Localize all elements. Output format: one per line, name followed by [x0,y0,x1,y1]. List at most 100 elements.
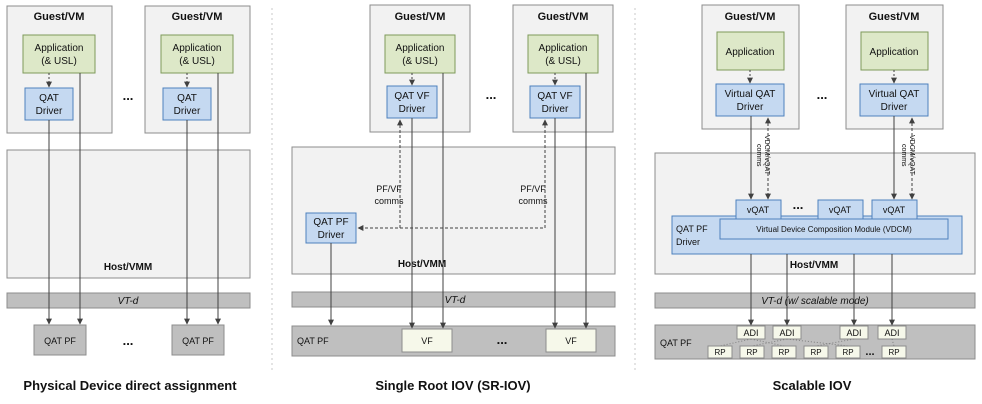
vdcm-label: Virtual Device Composition Module (VDCM) [756,225,912,234]
qat-pf-label-2: QAT PF [182,336,214,346]
panel-sr-iov: Guest/VM Guest/VM Application (& USL) Ap… [291,4,616,393]
rp-label-4: RP [810,348,821,357]
guest-ellipsis: ... [486,87,497,102]
vdcm-comms-label-1: VDCM/vQAT [763,135,770,176]
adi-label-1: ADI [743,328,758,338]
vtd-label: VT-d [445,295,466,306]
qat-vf-driver-label-2: QAT VF [537,91,572,102]
host-vmm-label: Host/VMM [398,259,446,270]
rp-box-2 [739,345,765,359]
guest-vm-label-1: Guest/VM [725,11,776,23]
caption-physical: Physical Device direct assignment [23,378,237,393]
vqat-box-3 [871,199,918,220]
qat-vf-driver-box-2 [529,85,581,119]
application-label-2: Application [173,43,222,54]
application-label-1b: (& USL) [402,56,438,67]
rp-label-1: RP [714,348,725,357]
caption-scalable: Scalable IOV [773,378,852,393]
adi-rp-link-1 [719,338,752,347]
vtd-label: VT-d (w/ scalable mode) [761,296,868,307]
application-box-1 [716,31,785,71]
rp-label-6: RP [888,348,899,357]
vqat-label-3: vQAT [883,205,906,215]
rp-label-5: RP [842,348,853,357]
adi-rp-link-4 [786,338,849,347]
application-label-1: Application [396,43,445,54]
virtual-qat-driver-label-1: Virtual QAT [725,89,776,100]
qat-driver-label-2: QAT [177,93,197,104]
pf-vf-comms-label-2b: comms [519,196,548,206]
qat-vf-driver-label-1: QAT VF [394,91,429,102]
adi-label-2: ADI [779,328,794,338]
vtd-bar [6,292,251,309]
qat-vf-driver-label-2b: Driver [542,104,569,115]
application-box-2 [160,34,234,74]
virtual-qat-driver-box-1 [715,83,785,117]
panel-scalable-iov: Guest/VM Guest/VM Application Applicatio… [654,4,976,393]
rp-box-1 [707,345,733,359]
application-label-2b: (& USL) [179,56,215,67]
application-label-2: Application [870,47,919,58]
qat-driver-label-1: QAT [39,93,59,104]
caption-sriov: Single Root IOV (SR-IOV) [375,378,530,393]
guest-vm-label-2: Guest/VM [172,11,223,23]
qat-pf-label: QAT PF [297,336,329,346]
vf-ellipsis: ... [497,332,508,347]
vqat-label-1: vQAT [747,205,770,215]
adi-rp-link-5 [815,338,855,347]
application-box-2 [527,34,599,74]
qat-pf-driver-label-b: Driver [318,230,345,241]
qat-driver-box-2 [162,87,212,121]
virtual-qat-driver-label-1b: Driver [737,102,764,113]
pf-vf-comms-label-1: PF/VF [376,184,402,194]
host-vmm-label: Host/VMM [104,262,152,273]
vtd-label: VT-d [118,296,139,307]
rp-box-4 [803,345,829,359]
host-vmm-box [654,152,976,275]
vf-label-1: VF [421,336,433,346]
application-label-1: Application [726,47,775,58]
vqat-label-2: vQAT [829,205,852,215]
virtual-qat-driver-label-2b: Driver [881,102,908,113]
pf-vf-comms-arrow-2 [400,119,548,229]
vqat-box-1 [735,199,782,220]
qat-driver-label-1b: Driver [36,106,63,117]
qat-driver-label-2b: Driver [174,106,201,117]
rp-box-6 [881,345,907,359]
guest-vm-label-1: Guest/VM [34,11,85,23]
guest-vm-label-1: Guest/VM [395,11,446,23]
guest-ellipsis: ... [123,88,134,103]
host-vmm-box [6,149,251,279]
vdcm-comms-label-2b: comms [900,144,907,167]
application-label-1: Application [35,43,84,54]
application-label-1b: (& USL) [41,56,77,67]
vtd-bar [654,292,976,309]
rp-label-2: RP [746,348,757,357]
rp-label-3: RP [778,348,789,357]
rp-box-5 [835,345,861,359]
host-vmm-label: Host/VMM [790,260,838,271]
qat-pf-box-2 [171,324,225,356]
qat-pf-driver-box [305,212,357,244]
application-box-2 [860,31,929,71]
host-vmm-box [291,146,616,275]
qat-pf-driver-label: QAT PF [313,217,348,228]
application-box-1 [22,34,96,74]
vqat-box-2 [817,199,864,220]
qat-vf-driver-box-1 [386,85,438,119]
qat-vf-driver-label-1b: Driver [399,104,426,115]
qat-pf-label: QAT PF [660,338,692,348]
adi-rp-link-6 [891,338,895,347]
vf-box-1 [401,328,453,353]
qat-pf-driver-label: QAT PF [676,224,708,234]
guest-vm-label-2: Guest/VM [869,11,920,23]
vf-label-2: VF [565,336,577,346]
vqat-ellipsis: ... [793,197,804,212]
virtual-qat-driver-label-2: Virtual QAT [869,89,920,100]
application-box-1 [384,34,456,74]
adi-label-3: ADI [846,328,861,338]
qat-driver-box-1 [24,87,74,121]
panel-physical-device: Guest/VM Guest/VM Application (& USL) Ap… [6,5,251,393]
guest-vm-label-2: Guest/VM [538,11,589,23]
